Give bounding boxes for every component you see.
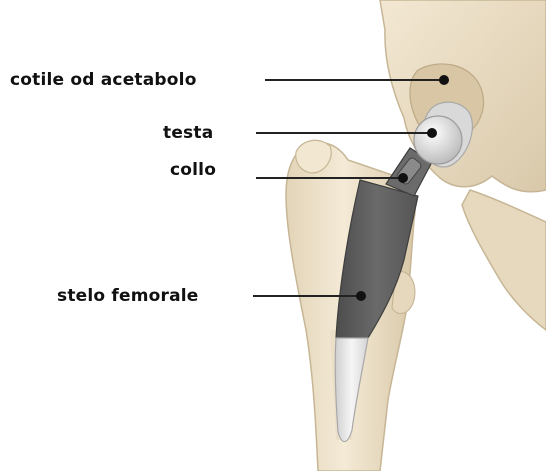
label-neck: collo xyxy=(170,160,216,180)
prosthetic-head xyxy=(414,116,462,164)
label-femoral-stem: stelo femorale xyxy=(57,286,199,306)
label-head: testa xyxy=(163,123,213,143)
label-acetabulum: cotile od acetabolo xyxy=(10,70,197,90)
